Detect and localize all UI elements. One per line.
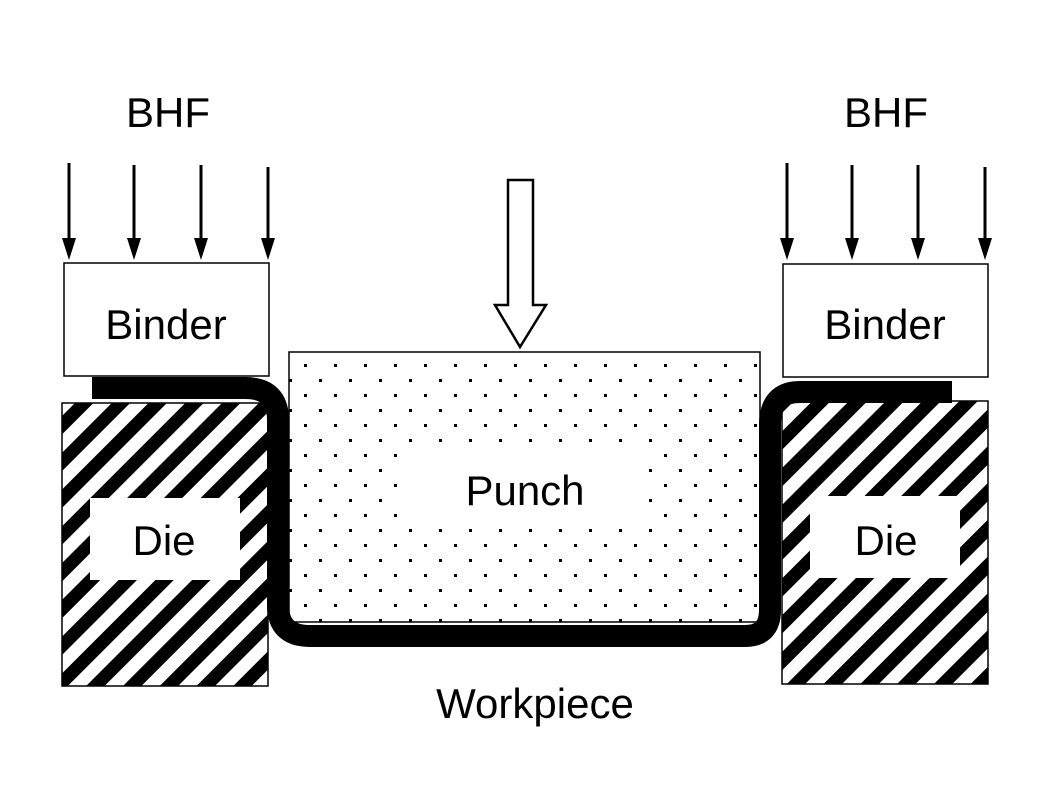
bhf-left-arrows <box>62 163 275 260</box>
binder-left-label: Binder <box>105 301 226 348</box>
workpiece-label: Workpiece <box>436 680 634 727</box>
bhf-arrow <box>845 165 859 260</box>
bhf-arrow <box>978 167 992 260</box>
die-left: Die <box>61 402 269 687</box>
bhf-arrow <box>62 163 76 260</box>
bhf-right-label: BHF <box>844 89 928 136</box>
binder-right-label: Binder <box>824 301 945 348</box>
workpiece-sheet <box>92 377 952 647</box>
punch-label: Punch <box>465 467 584 514</box>
bhf-arrow <box>261 167 275 260</box>
die-right-label: Die <box>854 517 917 564</box>
bhf-arrow <box>780 163 794 260</box>
punch-force-arrow <box>492 178 549 350</box>
bhf-left-label: BHF <box>126 89 210 136</box>
bhf-arrow <box>194 165 208 260</box>
binder-right: Binder <box>782 263 989 378</box>
die-left-label: Die <box>132 517 195 564</box>
bhf-right-arrows <box>780 163 992 260</box>
bhf-arrow <box>911 165 925 260</box>
bhf-arrow <box>127 165 141 260</box>
binder-left: Binder <box>63 262 270 377</box>
punch: Punch <box>288 351 761 623</box>
die-right: Die <box>781 400 989 685</box>
